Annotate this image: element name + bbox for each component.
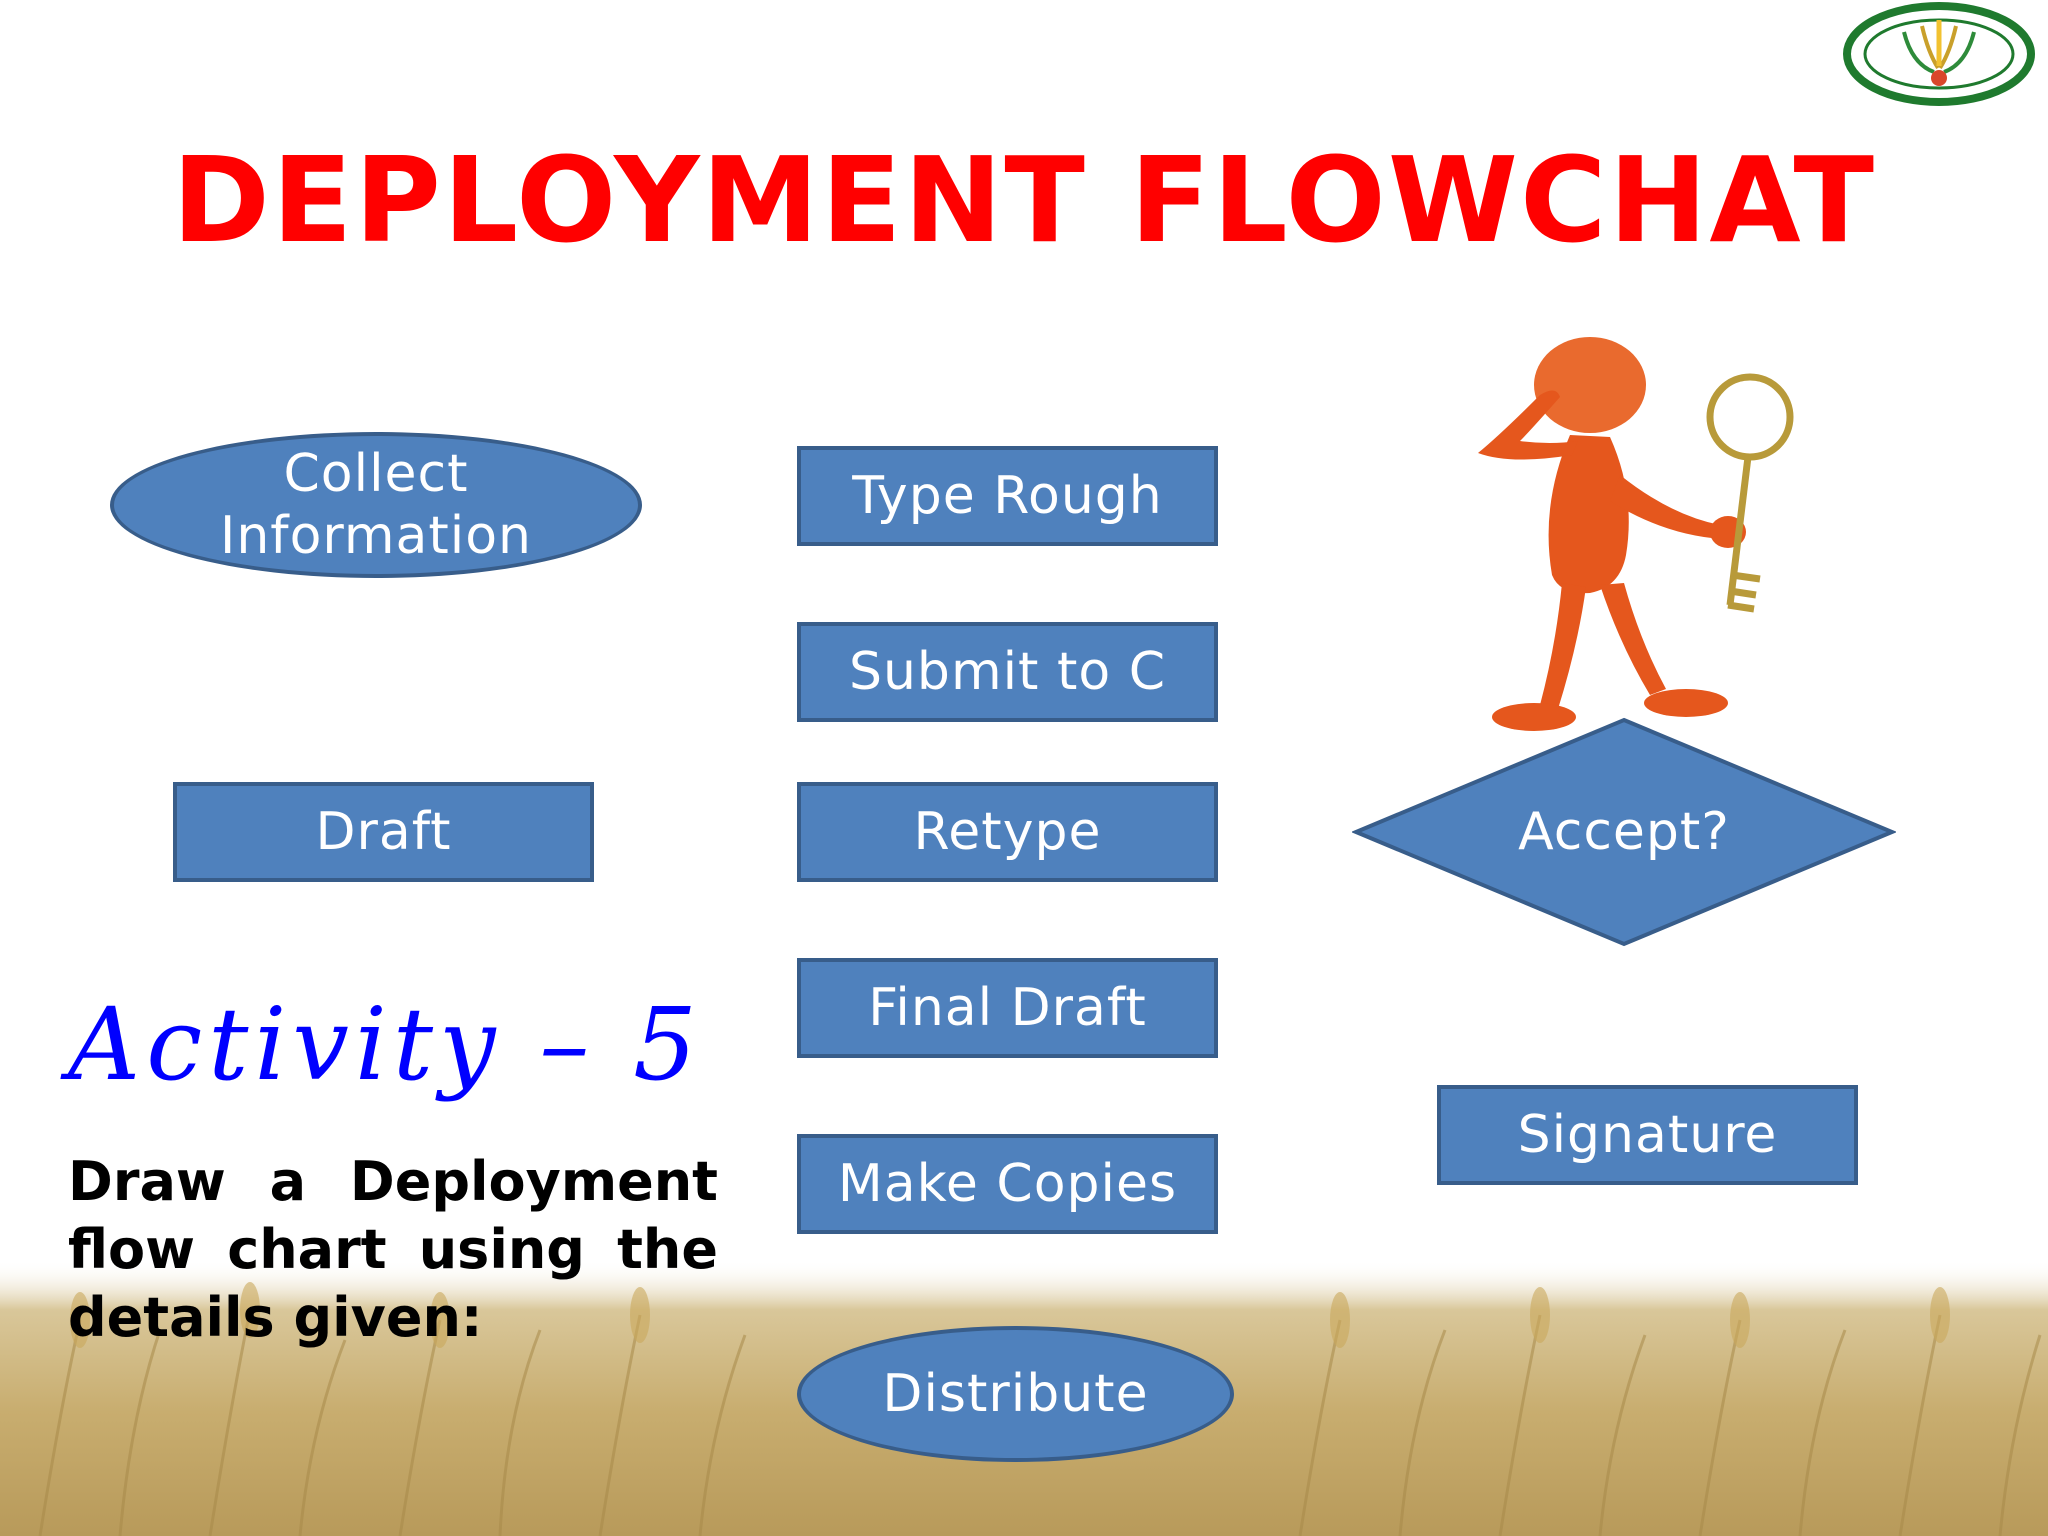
node-label: Draft bbox=[315, 802, 452, 862]
page-title: DEPLOYMENT FLOWCHAT bbox=[171, 131, 1876, 269]
node-draft: Draft bbox=[173, 782, 594, 882]
node-label: Submit to C bbox=[848, 642, 1167, 702]
node-collect-information: Collect Information bbox=[110, 432, 642, 578]
node-label: Distribute bbox=[882, 1364, 1149, 1424]
node-make-copies: Make Copies bbox=[797, 1134, 1218, 1234]
instructions-text: Draw a Deployment flow chart using the d… bbox=[68, 1150, 718, 1349]
node-label: Make Copies bbox=[837, 1154, 1178, 1214]
node-label: Type Rough bbox=[852, 466, 1163, 526]
node-accept-label: Accept? bbox=[1518, 802, 1730, 862]
node-accept-diamond bbox=[1352, 717, 1896, 947]
node-submit-to-c: Submit to C bbox=[797, 622, 1218, 722]
node-label: Signature bbox=[1517, 1105, 1778, 1165]
node-retype: Retype bbox=[797, 782, 1218, 882]
node-type-rough: Type Rough bbox=[797, 446, 1218, 546]
wheat-field-background bbox=[0, 1260, 2048, 1536]
node-distribute: Distribute bbox=[797, 1326, 1234, 1462]
node-label: Retype bbox=[913, 802, 1102, 862]
node-final-draft: Final Draft bbox=[797, 958, 1218, 1058]
wheat-emblem-logo bbox=[1843, 2, 2035, 106]
node-label: Final Draft bbox=[868, 978, 1147, 1038]
node-signature: Signature bbox=[1437, 1085, 1858, 1185]
thinking-figure-with-key-icon bbox=[1478, 337, 1794, 731]
activity-heading: Activity – 5 bbox=[68, 986, 703, 1103]
node-label: Collect Information bbox=[219, 444, 532, 566]
